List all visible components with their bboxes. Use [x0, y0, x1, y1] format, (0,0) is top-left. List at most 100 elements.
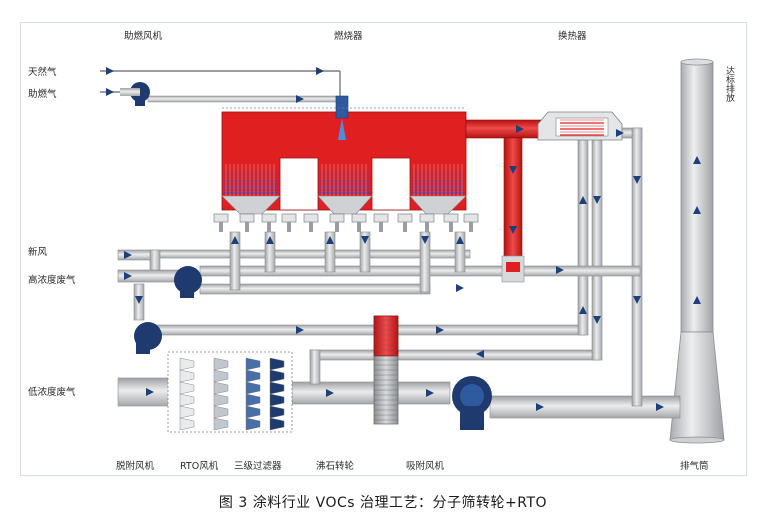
exhaust-stack: [669, 58, 725, 444]
label-heat-exchanger: 换热器: [558, 31, 587, 42]
flow-arrow: [616, 129, 624, 137]
valve-stem: [425, 222, 429, 232]
label-combustion-gas: 助燃气: [28, 89, 57, 100]
filter-element: [269, 369, 285, 383]
valve-stem: [357, 222, 361, 232]
label-discharge-compliant: 达标排放: [726, 67, 736, 104]
rto-fan: [174, 266, 202, 298]
flow-arrow: [296, 326, 304, 334]
label-natural-gas: 天然气: [28, 67, 57, 78]
valve-stem: [379, 222, 383, 232]
flow-arrow: [693, 206, 701, 214]
filter-element: [213, 417, 229, 431]
flow-arrow: [436, 326, 444, 334]
flow-arrow: [326, 236, 334, 244]
flow-arrow: [456, 284, 464, 292]
label-rto-fan: RTO风机: [180, 461, 219, 472]
label-burner-fan: 助燃风机: [124, 31, 163, 42]
flow-arrow: [593, 196, 601, 204]
flow-arrow: [693, 156, 701, 164]
flow-arrow: [516, 125, 524, 133]
flow-arrow: [146, 388, 154, 396]
filter-element: [245, 417, 261, 431]
valve-stem: [219, 222, 223, 232]
valve: [303, 213, 319, 223]
rto-furnace: [213, 95, 479, 232]
figure-caption: 图 3 涂料行业 VOCs 治理工艺：分子筛转轮+RTO: [218, 495, 548, 511]
label-fresh-air: 新风: [28, 247, 48, 258]
label-zeolite-wheel: 沸石转轮: [316, 461, 355, 472]
valve: [373, 213, 389, 223]
valve: [351, 213, 367, 223]
flow-arrow: [509, 166, 517, 174]
flow-arrow: [361, 236, 369, 244]
valve: [397, 213, 413, 223]
flow-arrow: [296, 95, 304, 103]
label-high-conc-gas: 高浓度废气: [28, 275, 76, 286]
filter-element: [245, 369, 261, 383]
filter-element: [245, 381, 261, 395]
valve-stem: [335, 222, 339, 232]
flow-arrow: [326, 389, 334, 397]
flow-arrow: [633, 296, 641, 304]
burner-fan: [120, 82, 150, 106]
adsorption-fan: [452, 376, 492, 430]
valve-stem: [287, 222, 291, 232]
filter-element: [213, 405, 229, 419]
label-three-stage-filter: 三级过滤器: [234, 461, 282, 472]
valve: [329, 213, 345, 223]
valve-stem: [245, 222, 249, 232]
filter-element: [179, 369, 195, 383]
gray-pipes: [100, 70, 681, 419]
filter-element: [245, 393, 261, 407]
flow-arrow: [693, 296, 701, 304]
valve-stem: [309, 222, 313, 232]
valve-stem: [267, 222, 271, 232]
filter-element: [245, 357, 261, 371]
hot-gas-pipe: [465, 119, 563, 283]
flow-arrow: [266, 236, 274, 244]
filter-element: [269, 381, 285, 395]
flow-arrow: [579, 196, 587, 204]
label-low-conc-gas: 低浓度废气: [28, 387, 76, 398]
flow-arrow: [579, 306, 587, 314]
flow-arrow: [509, 226, 517, 234]
flow-arrow: [536, 403, 544, 411]
filter-element: [269, 417, 285, 431]
valve: [213, 213, 229, 223]
flow-arrow: [231, 236, 239, 244]
valve-stem: [403, 222, 407, 232]
flow-arrow: [633, 176, 641, 184]
filter-element: [213, 381, 229, 395]
flow-arrow: [421, 236, 429, 244]
flow-arrow: [124, 272, 132, 280]
valve: [463, 213, 479, 223]
flow-arrow: [556, 266, 564, 274]
zeolite-wheel: [373, 315, 399, 425]
label-adsorption-fan: 吸附风机: [406, 461, 445, 472]
filter-element: [245, 405, 261, 419]
valve-stem: [449, 222, 453, 232]
flow-arrow: [106, 67, 114, 75]
valve: [281, 213, 297, 223]
filter-element: [269, 393, 285, 407]
flow-arrow: [426, 389, 434, 397]
heat-exchanger: [537, 111, 623, 141]
valve: [419, 213, 435, 223]
flow-arrow: [476, 350, 484, 358]
three-stage-filter: [167, 351, 293, 433]
valve-stem: [469, 222, 473, 232]
desorption-fan: [134, 322, 162, 354]
filter-element: [179, 381, 195, 395]
valve: [443, 213, 459, 223]
label-burner: 燃烧器: [334, 31, 363, 42]
label-stack: 排气筒: [680, 461, 709, 472]
label-desorption-fan: 脱附风机: [116, 461, 155, 472]
filter-element: [269, 405, 285, 419]
filter-element: [179, 405, 195, 419]
valve: [261, 213, 277, 223]
filter-element: [213, 369, 229, 383]
valve: [239, 213, 255, 223]
flow-arrow: [456, 236, 464, 244]
